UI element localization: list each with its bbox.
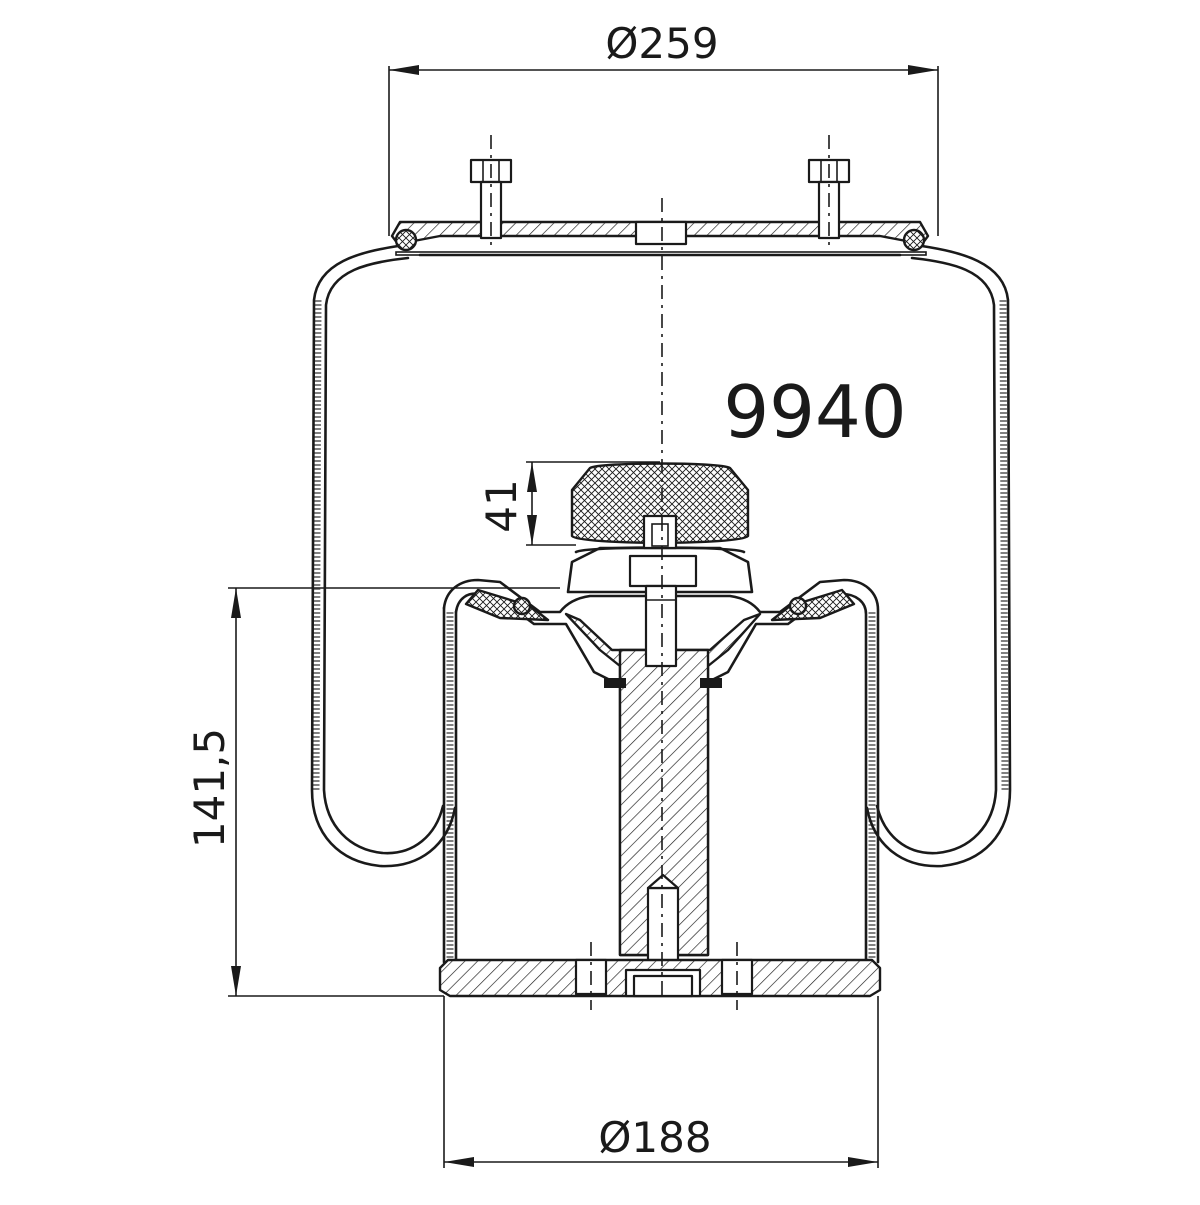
dimension-bumper-height <box>526 461 660 546</box>
dimension-height <box>228 587 560 997</box>
bump-stop <box>566 462 754 594</box>
top-diameter-label: Ø259 <box>605 19 718 68</box>
center-column <box>564 554 762 970</box>
right-stud <box>807 135 851 250</box>
height-label: 141,5 <box>185 728 234 848</box>
bottom-diameter-label: Ø188 <box>598 1113 711 1162</box>
dimension-bottom-diameter <box>443 996 879 1168</box>
top-plate <box>390 220 930 257</box>
base-plate <box>438 942 882 1010</box>
left-stud <box>469 135 513 250</box>
rubber-bellows <box>310 244 1012 868</box>
part-number: 9940 <box>723 370 906 454</box>
bumper-height-label: 41 <box>477 479 526 532</box>
dimension-top-diameter <box>388 65 939 236</box>
